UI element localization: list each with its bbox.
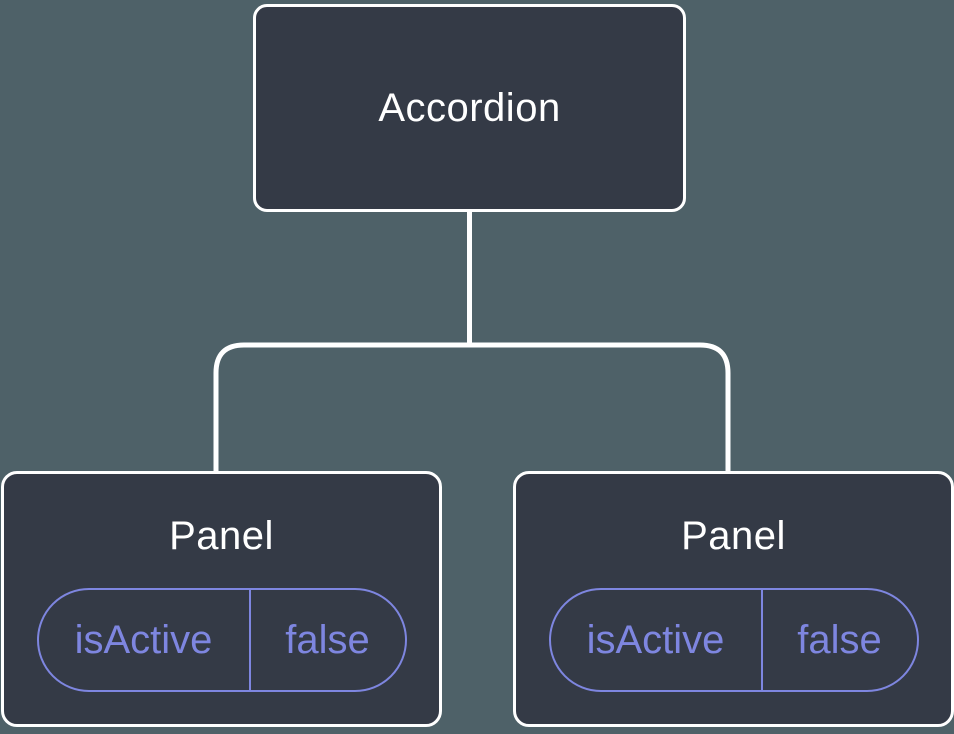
panel-node-1: Panel isActive false xyxy=(1,471,442,727)
accordion-node: Accordion xyxy=(253,4,686,212)
panel-node-2-label: Panel xyxy=(681,514,786,558)
state-key-2: isActive xyxy=(551,590,763,690)
panel-node-1-label: Panel xyxy=(169,514,274,558)
state-pill-2: isActive false xyxy=(548,588,919,692)
state-value-1: false xyxy=(285,617,370,662)
state-pill-1: isActive false xyxy=(36,588,407,692)
connector-branch xyxy=(213,342,731,471)
accordion-node-label: Accordion xyxy=(378,86,561,130)
state-key-1: isActive xyxy=(39,590,251,690)
panel-node-2: Panel isActive false xyxy=(513,471,954,727)
state-value-2: false xyxy=(797,617,882,662)
